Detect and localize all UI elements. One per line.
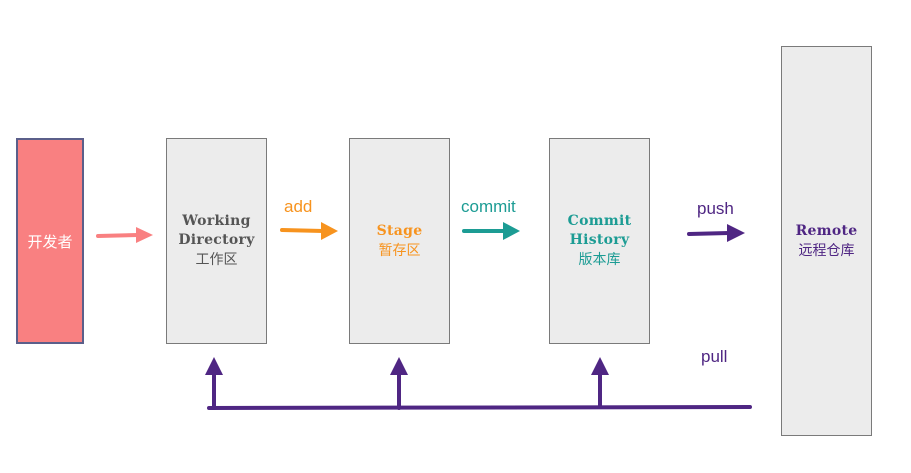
remote-subtitle: 远程仓库 <box>798 242 855 259</box>
commit-history-box: Commit History 版本库 <box>549 138 650 344</box>
commit-history-title: Commit History <box>567 213 632 248</box>
push-label: push <box>697 199 734 218</box>
commit-label: commit <box>461 197 516 216</box>
working-directory-title: Working Directory <box>178 213 255 248</box>
working-directory-box: Working Directory 工作区 <box>166 138 267 344</box>
add-arrow <box>280 222 338 240</box>
stage-box: Stage 暂存区 <box>349 138 450 344</box>
remote-title: Remote <box>795 222 858 239</box>
developer-box: 开发者 <box>16 138 84 344</box>
dev-to-working-arrow <box>96 227 153 243</box>
stage-subtitle: 暂存区 <box>378 242 421 259</box>
add-label: add <box>284 197 313 216</box>
pull-label: pull <box>701 347 728 366</box>
remote-box: Remote 远程仓库 <box>781 46 872 436</box>
commit-arrow <box>462 222 520 240</box>
stage-title: Stage <box>376 222 423 239</box>
commit-history-subtitle: 版本库 <box>578 252 621 268</box>
pull-line <box>205 357 752 410</box>
working-directory-subtitle: 工作区 <box>195 252 238 268</box>
push-arrow <box>687 224 745 242</box>
developer-label: 开发者 <box>27 232 73 251</box>
